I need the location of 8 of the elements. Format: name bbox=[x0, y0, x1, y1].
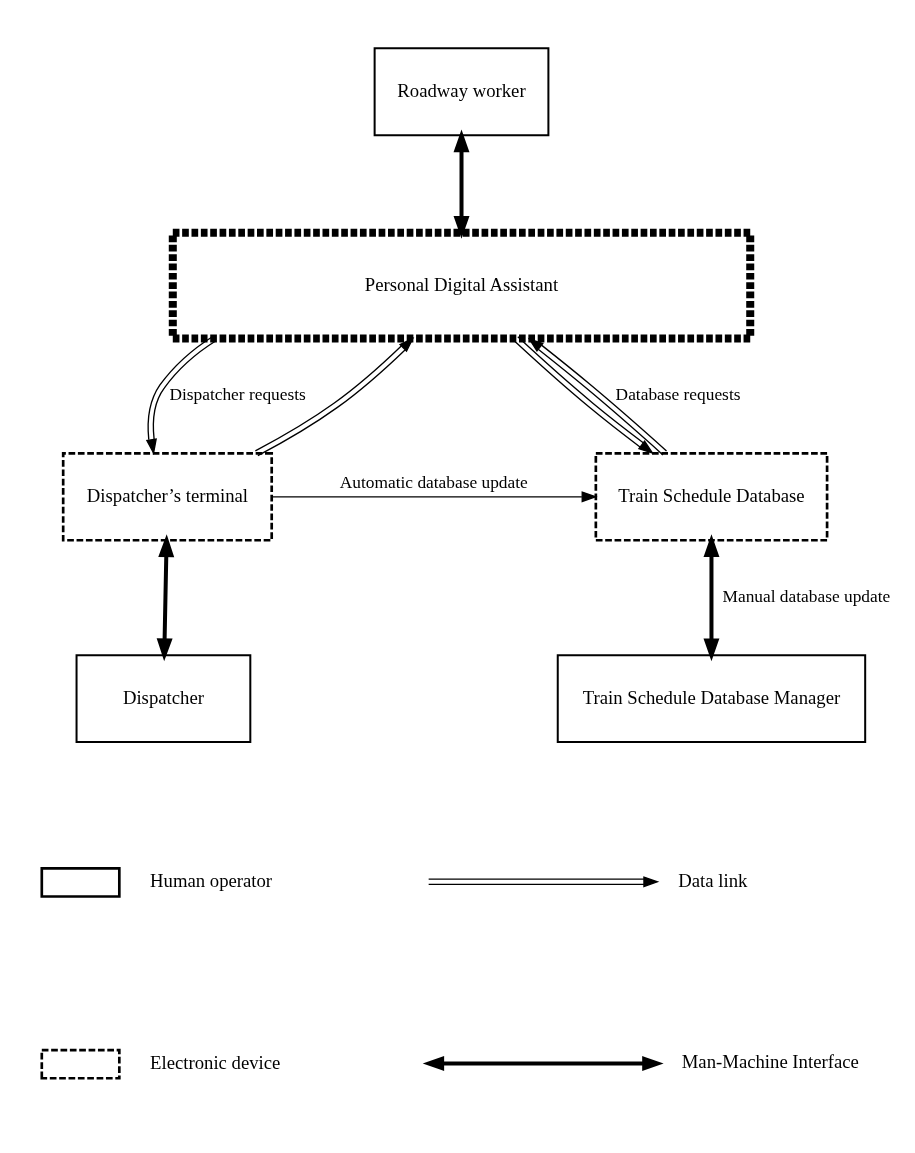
legend-label: Electronic device bbox=[150, 1051, 281, 1073]
edge-label: Dispatcher requests bbox=[169, 384, 306, 404]
legend-label: Data link bbox=[678, 869, 748, 891]
legend-label: Human operator bbox=[150, 869, 273, 891]
edge-label: Manual database update bbox=[722, 586, 891, 606]
edge-label: Database requests bbox=[615, 384, 741, 404]
edge-label: Automatic database update bbox=[339, 472, 528, 492]
legend-label: Man-Machine Interface bbox=[681, 1050, 859, 1072]
